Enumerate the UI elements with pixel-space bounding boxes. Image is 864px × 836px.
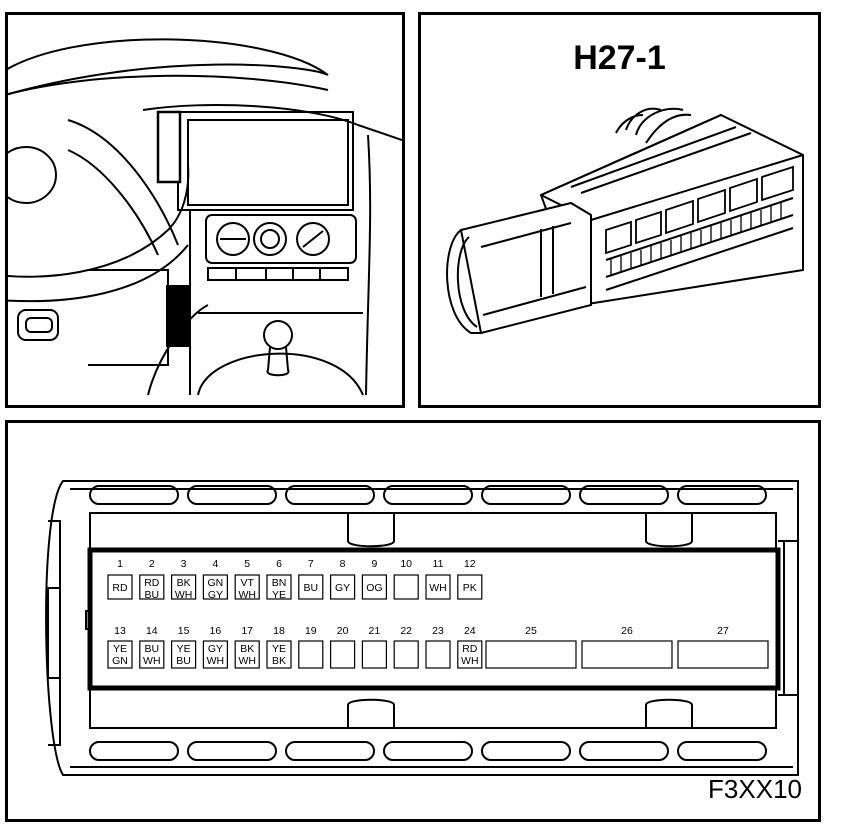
connector-illustration — [446, 107, 804, 335]
pin-number: 16 — [210, 625, 222, 637]
pin-cell — [171, 640, 197, 669]
pin-cell — [361, 640, 387, 669]
wire-color-code: WH — [175, 589, 193, 601]
wire-color-code: GN — [208, 577, 224, 589]
pin-cell — [485, 640, 577, 669]
wire-color-code: RD — [144, 577, 160, 589]
pin-cell — [330, 574, 356, 600]
wire-color-code: BK — [240, 643, 254, 655]
pin-cell — [139, 640, 165, 669]
pin-cell — [202, 640, 228, 669]
pin-number: 13 — [114, 625, 126, 637]
pin-number: 15 — [178, 625, 190, 637]
wire-color-code: OG — [366, 582, 382, 594]
pin-number: 24 — [464, 625, 476, 637]
wire-color-code: WH — [207, 655, 225, 667]
pin-number: 1 — [117, 558, 123, 570]
pin-number: 8 — [340, 558, 346, 570]
pin-number: 6 — [276, 558, 282, 570]
figure-id: F3XX10 — [708, 774, 802, 804]
connector-view-panel: H27-1 — [418, 12, 821, 408]
pin-cell — [107, 640, 133, 669]
pin-cell — [234, 574, 260, 600]
pin-number: 23 — [432, 625, 444, 637]
pin-cell — [171, 574, 197, 600]
pin-cell — [457, 574, 483, 600]
pin-cell — [139, 574, 165, 600]
wire-color-code: BK — [272, 655, 286, 667]
pin-cell — [107, 574, 133, 600]
pin-cell — [425, 574, 451, 600]
wire-color-code: GY — [208, 643, 223, 655]
location-panel — [5, 12, 405, 408]
pin-cell — [202, 574, 228, 600]
pin-cell — [677, 640, 769, 669]
pin-number: 18 — [273, 625, 285, 637]
pin-cell — [361, 574, 387, 600]
pin-number: 25 — [525, 625, 537, 637]
pin-number: 10 — [400, 558, 412, 570]
wire-color-code: WH — [429, 582, 447, 594]
pin-number: 9 — [371, 558, 377, 570]
wire-color-code: GN — [112, 655, 128, 667]
pin-number: 3 — [181, 558, 187, 570]
pin-cell — [425, 640, 451, 669]
wire-color-code: GY — [335, 582, 350, 594]
wire-color-code: BU — [176, 655, 191, 667]
dashboard-illustration — [8, 38, 402, 396]
wire-color-code: PK — [463, 582, 477, 594]
wire-color-code: BK — [177, 577, 191, 589]
pin-cell — [234, 640, 260, 669]
wire-color-code: WH — [461, 655, 479, 667]
pin-cell — [581, 640, 673, 669]
connector-location-marker — [166, 285, 190, 347]
pin-number: 27 — [717, 625, 729, 637]
pin-number: 19 — [305, 625, 317, 637]
pin-cell — [457, 640, 483, 669]
wire-color-code: RD — [112, 582, 128, 594]
pin-cell — [393, 640, 419, 669]
pin-number: 22 — [400, 625, 412, 637]
wire-color-code: YE — [177, 643, 191, 655]
pin-cell — [266, 640, 292, 669]
pin-number: 7 — [308, 558, 314, 570]
connector-title: H27-1 — [573, 39, 666, 77]
pin-cell — [330, 640, 356, 669]
wire-color-code: YE — [272, 643, 286, 655]
wire-color-code: WH — [143, 655, 161, 667]
wire-color-code: BN — [272, 577, 287, 589]
pin-number: 2 — [149, 558, 155, 570]
wire-color-code: YE — [113, 643, 127, 655]
pin-cell — [266, 574, 292, 600]
wire-color-code: BU — [145, 589, 160, 601]
pin-number: 20 — [337, 625, 349, 637]
wire-color-code: BU — [304, 582, 319, 594]
pin-number: 4 — [212, 558, 218, 570]
pin-cell — [298, 640, 324, 669]
wire-color-code: WH — [238, 655, 256, 667]
pin-number: 26 — [621, 625, 633, 637]
pin-number: 5 — [244, 558, 250, 570]
pin-cell — [298, 574, 324, 600]
pin-number: 21 — [369, 625, 381, 637]
wire-color-code: WH — [238, 589, 256, 601]
wire-color-code: GY — [208, 589, 223, 601]
pin-number: 17 — [241, 625, 253, 637]
pin-number: 12 — [464, 558, 476, 570]
wire-color-code: YE — [272, 589, 286, 601]
wire-color-code: BU — [145, 643, 160, 655]
pin-number: 11 — [433, 558, 444, 570]
pin-cell — [393, 574, 419, 600]
wire-color-code: VT — [240, 577, 254, 589]
wire-color-code: RD — [462, 643, 478, 655]
pin-number: 14 — [146, 625, 158, 637]
